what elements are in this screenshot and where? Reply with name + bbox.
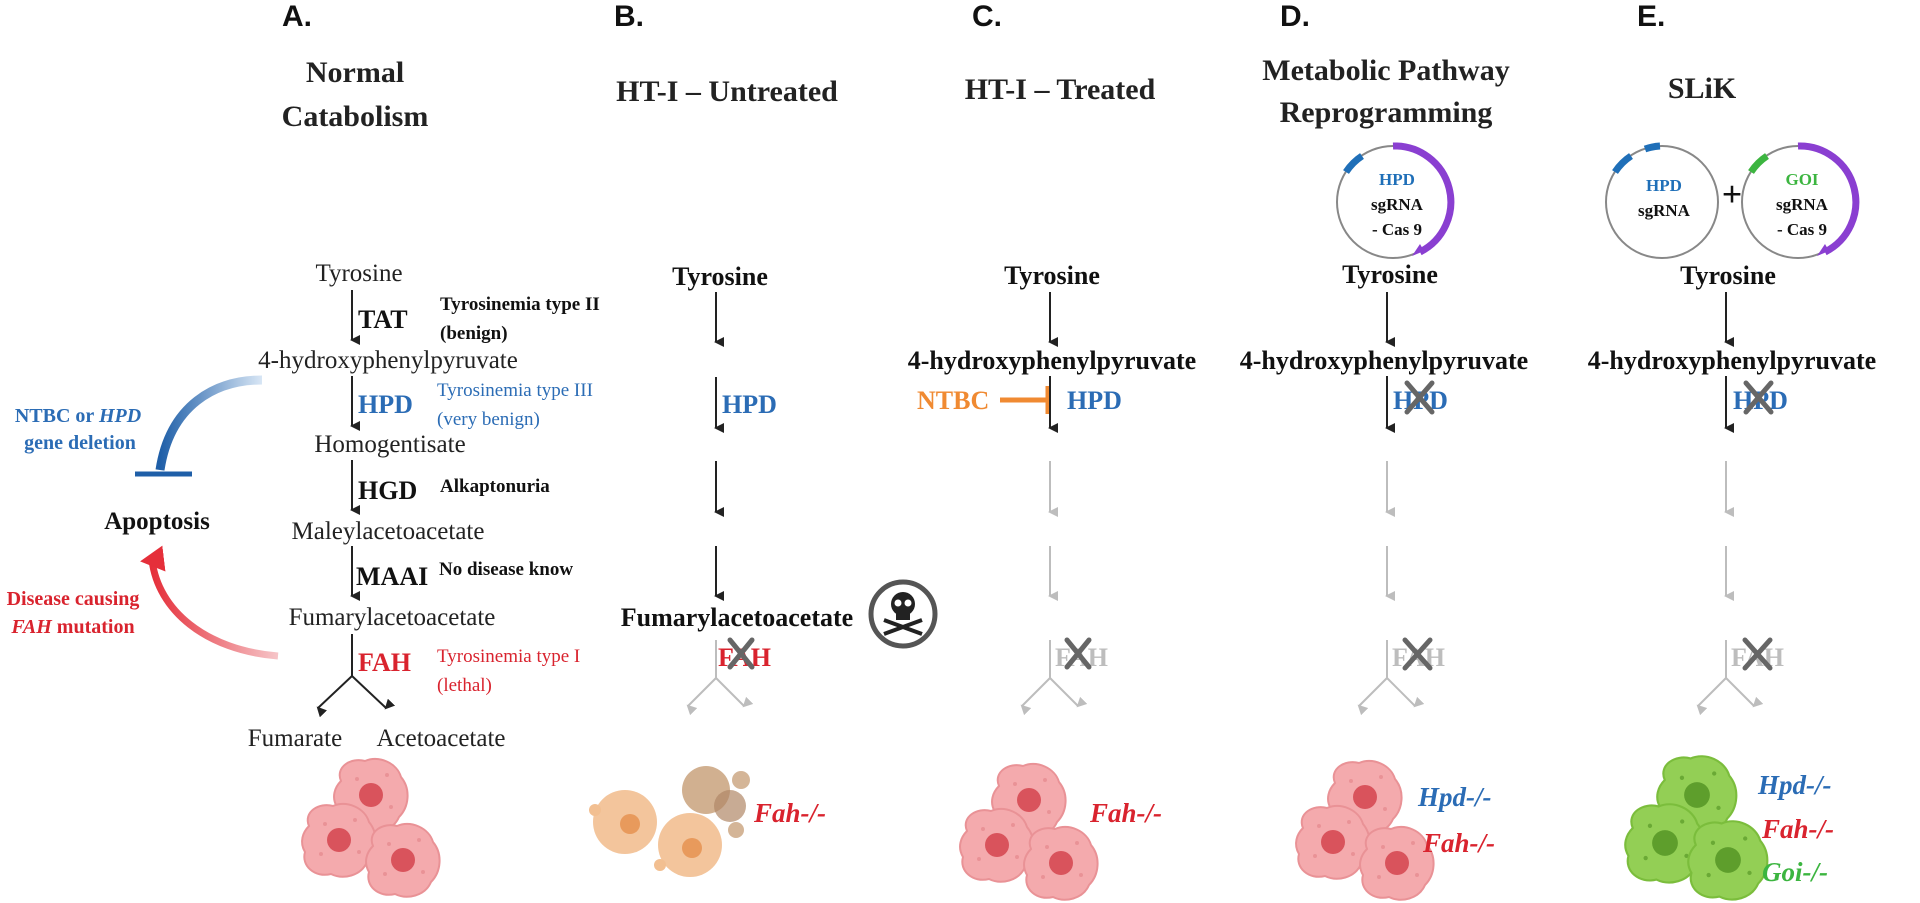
apoptosis-label: Apoptosis	[104, 508, 210, 535]
skull-crossbones-icon	[868, 579, 938, 649]
b-hpd: HPD	[722, 390, 777, 419]
disease-maai: No disease know	[439, 559, 573, 580]
disease-hpd-1: Tyrosinemia type III	[437, 380, 593, 401]
enzyme-hpd: HPD	[358, 390, 413, 419]
plasmid-e-b-line-3: - Cas 9	[1777, 220, 1827, 239]
panel-b: B. HT-I – Untreated Tyrosine HPD Fumaryl…	[589, 0, 938, 877]
enzyme-fah: FAH	[358, 648, 411, 677]
disease-hpd-2: (very benign)	[437, 409, 540, 430]
b-genotype: Fah-/-	[753, 798, 826, 828]
plasmid-d-line-2: sgRNA	[1371, 195, 1424, 214]
plasmid-d	[1336, 142, 1455, 259]
pathway-arrows-a	[316, 290, 396, 718]
d-genotype-2: Fah-/-	[1422, 828, 1495, 858]
plasmid-d-line-1: HPD	[1379, 170, 1415, 189]
faded-arrows-e	[1696, 461, 1764, 716]
knockout-x-c	[1064, 637, 1092, 670]
panel-a: A. Normal Catabolism Tyrosine 4-hydroxyp…	[7, 0, 600, 898]
knockout-x-d-fah	[1402, 637, 1433, 671]
faded-split-b	[686, 640, 754, 716]
plasmid-e-b-line-1: GOI	[1785, 170, 1818, 189]
plasmid-d-line-3: - Cas 9	[1372, 220, 1422, 239]
panel-d: D. Metabolic Pathway Reprogramming HPD s…	[1240, 0, 1528, 901]
metabolite-homogentisate: Homogentisate	[314, 431, 465, 458]
faded-arrows-c	[1020, 461, 1088, 716]
metabolite-tyrosine: Tyrosine	[315, 260, 402, 287]
panel-e-letter: E.	[1637, 0, 1665, 33]
side-red-line-1: Disease causing	[7, 588, 140, 610]
plus-sign: +	[1722, 174, 1743, 214]
disease-fah-2: (lethal)	[437, 675, 492, 696]
disease-hgd: Alkaptonuria	[440, 476, 550, 497]
d-genotype-1: Hpd-/-	[1417, 782, 1492, 812]
c-hpd: HPD	[1067, 386, 1122, 415]
plasmid-e-b-line-2: sgRNA	[1776, 195, 1829, 214]
side-blue-line-1: NTBC or HPD	[15, 405, 141, 427]
cell-cluster-c	[959, 762, 1099, 901]
c-tyrosine: Tyrosine	[1004, 261, 1100, 290]
product-acetoacetate: Acetoacetate	[376, 725, 505, 752]
side-red-line-2: FAH mutation	[10, 616, 134, 638]
metabolite-fumarylacetoacetate: Fumarylacetoacetate	[289, 604, 496, 631]
panel-a-letter: A.	[282, 0, 312, 33]
plasmid-e-a-line-2: sgRNA	[1638, 201, 1691, 220]
knockout-x-b	[727, 637, 755, 670]
enzyme-tat: TAT	[358, 305, 408, 334]
panel-c-letter: C.	[972, 0, 1002, 33]
knockout-x-d-hpd	[1404, 380, 1435, 415]
dying-cell-cluster-b	[589, 766, 750, 877]
panel-d-title-1: Metabolic Pathway	[1262, 54, 1509, 87]
b-fumarylacetoacetate: Fumarylacetoacetate	[621, 603, 853, 632]
plasmid-e-a-line-1: HPD	[1646, 176, 1682, 195]
c-hppa: 4-hydroxyphenylpyruvate	[908, 346, 1196, 375]
green-cell-cluster-e	[1624, 755, 1769, 901]
side-blue-line-2: gene deletion	[24, 432, 136, 454]
knockout-x-e-fah	[1742, 637, 1773, 671]
panel-b-title: HT-I – Untreated	[616, 75, 838, 108]
panel-a-title-2: Catabolism	[282, 100, 429, 133]
panel-a-title-1: Normal	[306, 56, 404, 89]
panel-d-letter: D.	[1280, 0, 1310, 33]
faded-arrows-d	[1357, 461, 1425, 716]
enzyme-hgd: HGD	[358, 476, 417, 505]
e-hppa: 4-hydroxyphenylpyruvate	[1588, 346, 1876, 375]
e-tyrosine: Tyrosine	[1680, 261, 1776, 290]
enzyme-maai: MAAI	[356, 562, 428, 591]
cell-cluster-d	[1295, 759, 1435, 901]
product-fumarate: Fumarate	[248, 725, 342, 752]
panel-b-letter: B.	[614, 0, 644, 33]
disease-tat-1: Tyrosinemia type II	[440, 294, 600, 315]
metabolite-maleylacetoacetate: Maleylacetoacetate	[292, 518, 485, 545]
panel-c: C. HT-I – Treated Tyrosine 4-hydroxyphen…	[908, 0, 1196, 901]
metabolite-hppa: 4-hydroxyphenylpyruvate	[258, 347, 518, 374]
panel-e-title: SLiK	[1668, 72, 1737, 105]
inhibition-arc	[155, 375, 263, 471]
panel-e: E. SLiK HPD sgRNA + GOI sgRNA - Cas 9 Ty…	[1588, 0, 1876, 901]
plasmid-e-a	[1605, 142, 1719, 259]
panel-c-title: HT-I – Treated	[965, 73, 1156, 106]
knockout-x-e-hpd	[1743, 380, 1774, 415]
e-genotype-1: Hpd-/-	[1757, 770, 1832, 800]
plasmid-e-b	[1741, 142, 1860, 259]
c-ntbc: NTBC	[917, 386, 989, 415]
disease-fah-1: Tyrosinemia type I	[437, 646, 580, 667]
c-genotype: Fah-/-	[1089, 798, 1162, 828]
panel-d-title-2: Reprogramming	[1280, 96, 1493, 129]
disease-arc	[140, 545, 279, 660]
d-tyrosine: Tyrosine	[1342, 260, 1438, 289]
e-genotype-2: Fah-/-	[1761, 814, 1834, 844]
b-tyrosine: Tyrosine	[672, 262, 768, 291]
cell-cluster-a	[301, 757, 441, 898]
d-hppa: 4-hydroxyphenylpyruvate	[1240, 346, 1528, 375]
disease-tat-2: (benign)	[440, 323, 508, 344]
e-genotype-3: Goi-/-	[1762, 857, 1828, 887]
